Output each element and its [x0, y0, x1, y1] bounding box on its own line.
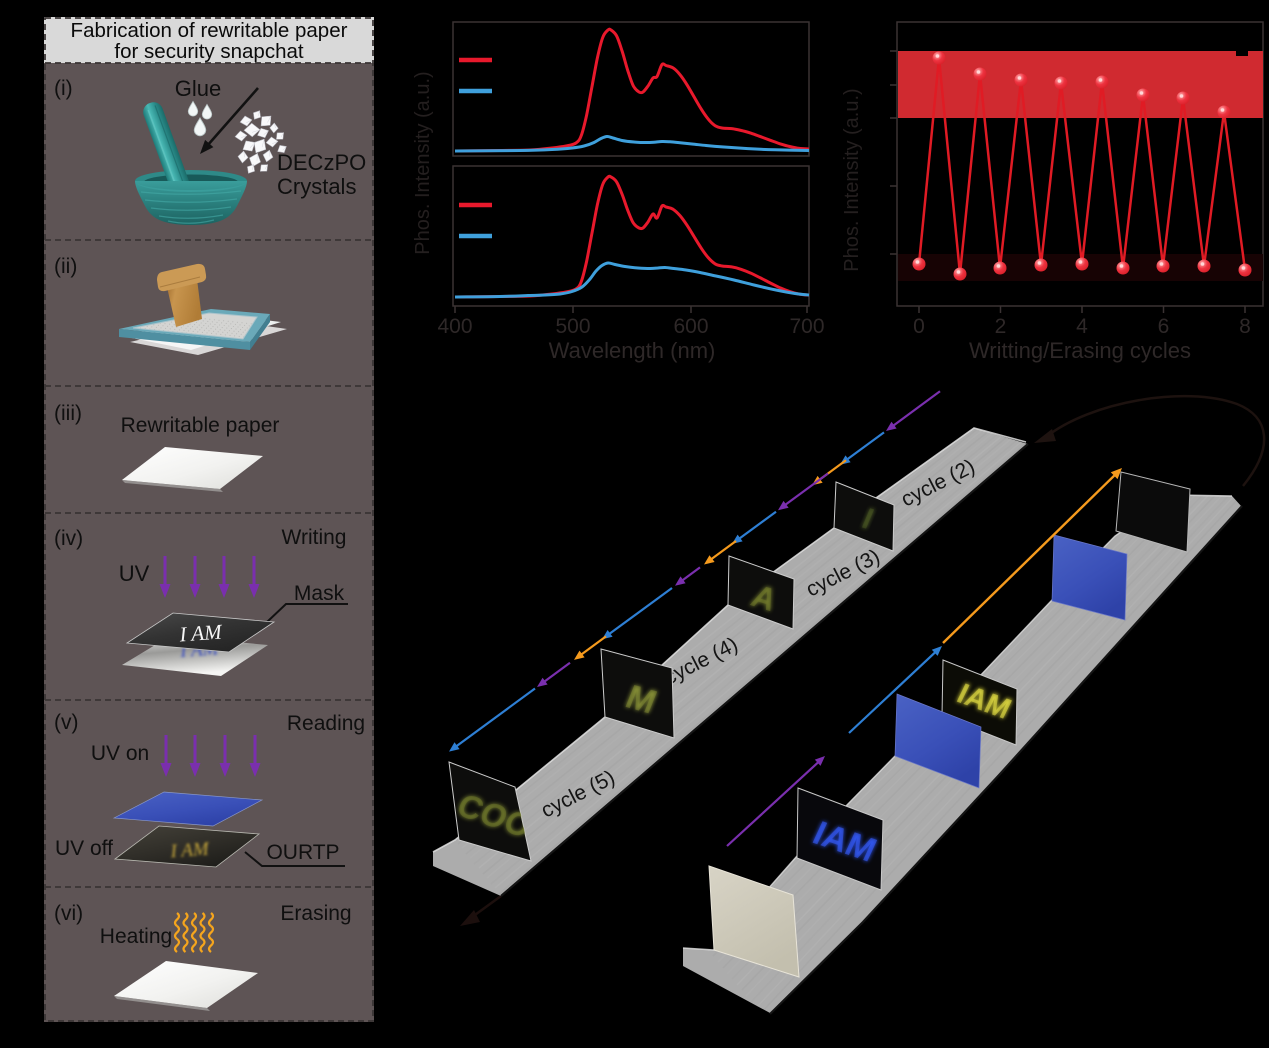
svg-text:500: 500	[555, 315, 590, 338]
svg-text:Phos. Intensity (a.u.): Phos. Intensity (a.u.)	[841, 88, 863, 271]
svg-text:I AM: I AM	[169, 839, 211, 863]
svg-text:OURTP: OURTP	[266, 841, 339, 864]
svg-text:0: 0	[913, 315, 925, 338]
svg-text:700: 700	[789, 315, 824, 338]
svg-text:UV off: UV off	[55, 837, 113, 860]
svg-text:Glue: Glue	[175, 76, 221, 101]
svg-text:Reading: Reading	[287, 712, 365, 735]
svg-text:DECzPO: DECzPO	[277, 150, 366, 175]
svg-text:Heating: Heating	[100, 925, 172, 948]
svg-text:(vi): (vi)	[54, 902, 83, 925]
svg-text:(i): (i)	[54, 77, 73, 100]
svg-text:Writing: Writing	[282, 526, 347, 549]
svg-text:400: 400	[437, 315, 472, 338]
svg-text:Mask: Mask	[294, 582, 345, 605]
svg-text:6: 6	[1158, 315, 1170, 338]
svg-text:(v): (v)	[54, 711, 79, 734]
svg-text:Phos. Intensity (a.u.): Phos. Intensity (a.u.)	[412, 71, 434, 254]
svg-text:2: 2	[995, 315, 1007, 338]
svg-text:(ii): (ii)	[54, 255, 77, 278]
svg-text:600: 600	[673, 315, 708, 338]
svg-text:Wavelength (nm): Wavelength (nm)	[549, 338, 716, 363]
svg-text:(iii): (iii)	[54, 402, 82, 425]
svg-text:Writting/Erasing cycles: Writting/Erasing cycles	[969, 338, 1191, 363]
svg-text:Fabrication of rewritable pape: Fabrication of rewritable paper	[71, 19, 348, 42]
svg-text:I AM: I AM	[178, 619, 224, 646]
svg-text:Erasing: Erasing	[280, 902, 351, 925]
svg-text:4: 4	[1076, 315, 1088, 338]
svg-text:UV on: UV on	[91, 742, 149, 765]
svg-text:UV: UV	[119, 561, 150, 586]
svg-text:Rewritable paper: Rewritable paper	[121, 414, 280, 437]
svg-text:(iv): (iv)	[54, 527, 83, 550]
svg-text:8: 8	[1239, 315, 1251, 338]
svg-text:for security snapchat: for security snapchat	[114, 40, 303, 63]
svg-text:Crystals: Crystals	[277, 174, 356, 199]
